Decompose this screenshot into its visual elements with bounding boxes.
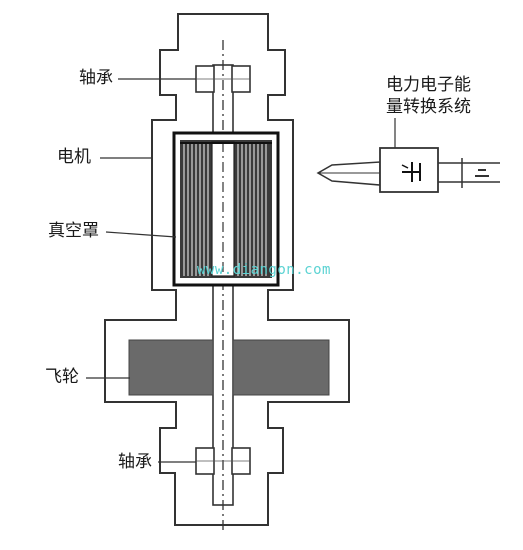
housing-outline [104, 13, 350, 526]
label-converter-line2: 量转换系统 [386, 97, 471, 117]
motor-assembly [172, 131, 280, 287]
label-converter-line1: 电力电子能 [386, 75, 471, 95]
label-vacuum-cover: 真空罩 [48, 221, 99, 241]
watermark: www.diangon.com [197, 262, 331, 278]
label-motor: 电机 [57, 147, 91, 167]
converter-block [316, 147, 500, 193]
flywheel-right [232, 339, 330, 396]
label-bearing-top: 轴承 [79, 68, 113, 88]
label-bearing-bottom: 轴承 [118, 452, 152, 472]
leader-vacuum-cover [105, 231, 177, 238]
label-flywheel: 飞轮 [45, 367, 79, 387]
flywheel-left [128, 339, 214, 396]
